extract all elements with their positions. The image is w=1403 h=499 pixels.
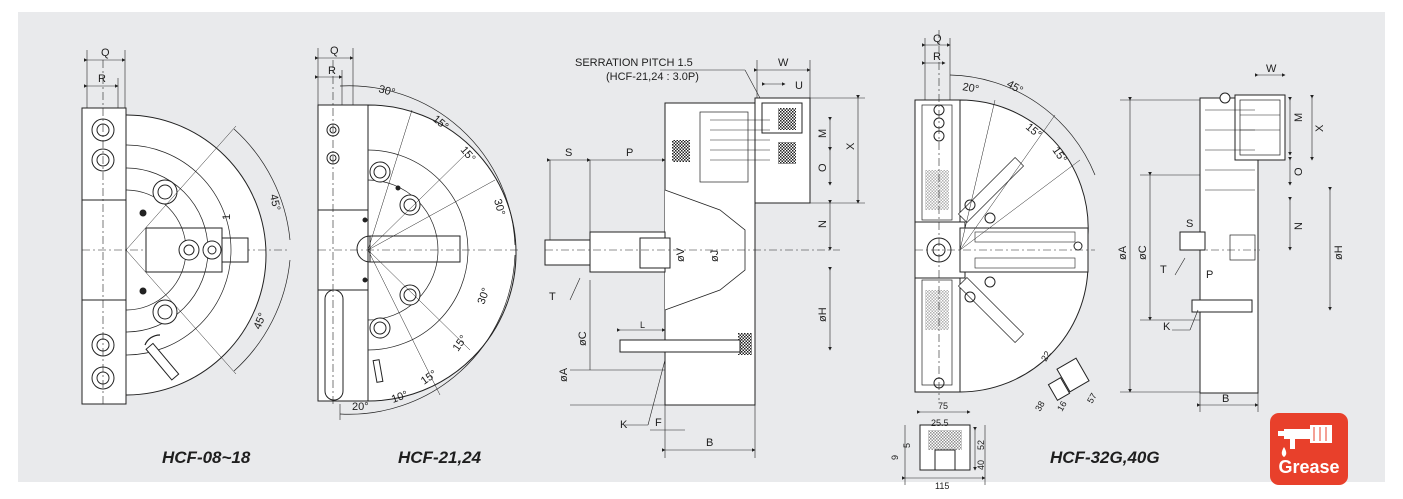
dim-38-4: 38 — [1033, 399, 1047, 413]
dim-r-4: R — [933, 51, 941, 63]
drawing-hcf-21-24 — [315, 48, 520, 420]
caption-hcf-32g-40g: HCF-32G,40G — [1050, 448, 1160, 467]
angle-30c-2: 30° — [476, 286, 493, 306]
angle-30b-2: 30° — [491, 198, 507, 217]
dim-h-3: øH — [817, 307, 829, 322]
dim-c-5: øC — [1137, 245, 1149, 260]
dim-u-3: U — [795, 80, 803, 92]
dim-m-5: M — [1293, 113, 1305, 122]
dim-o-3: O — [817, 163, 829, 172]
dim-a-3: øA — [558, 367, 570, 382]
angle-45-bot-1: 45° — [252, 311, 269, 331]
angle-30-2: 30° — [377, 83, 396, 99]
drawing-hcf-32g-40g-front — [902, 30, 1096, 485]
grease-badge: Grease — [1270, 413, 1348, 485]
angle-20-4: 20° — [961, 81, 979, 96]
serration-line1: SERRATION PITCH 1.5 — [575, 57, 693, 69]
dim-16-4: 16 — [1055, 399, 1069, 413]
dim-q-1: Q — [101, 47, 110, 59]
label-one-1: 1 — [221, 214, 233, 220]
drawing-side-section — [544, 60, 865, 458]
dim-h-5: øH — [1333, 245, 1345, 260]
dim-5-4: 5 — [902, 443, 912, 448]
dim-c-3: øC — [577, 331, 589, 346]
dim-p-5: P — [1206, 269, 1213, 281]
dim-75-4: 75 — [938, 401, 948, 411]
dim-b-3: B — [706, 437, 713, 449]
dim-t-5: T — [1160, 264, 1167, 276]
dim-w-5: W — [1266, 63, 1277, 75]
angle-45-top-1: 45° — [267, 193, 282, 212]
dim-a-5: øA — [1117, 245, 1129, 260]
dim-v-3: øV — [675, 247, 687, 262]
dim-s-5: S — [1186, 218, 1193, 230]
dim-t-3: T — [549, 291, 556, 303]
serration-line2: (HCF-21,24 : 3.0P) — [606, 71, 699, 83]
dim-x-5: X — [1314, 124, 1326, 132]
grease-label: Grease — [1278, 457, 1340, 477]
drawing-hcf-08-18 — [81, 50, 291, 405]
dim-22-4: 22 — [1039, 349, 1053, 363]
grease-gun-icon — [1278, 425, 1332, 457]
angle-10-2: 10° — [390, 389, 410, 406]
drawing-labels: Q R 45° 45° 1 Q R 30° 15° 15° 30° 30° 15… — [98, 33, 1345, 491]
dim-b-5: B — [1222, 393, 1229, 405]
dim-9-4: 9 — [890, 455, 900, 460]
dim-q-2: Q — [330, 45, 339, 57]
dim-o-5: O — [1293, 167, 1305, 176]
dim-p-3: P — [626, 147, 633, 159]
angle-20-2: 20° — [352, 401, 369, 413]
dim-40-4: 40 — [976, 460, 986, 470]
dim-k-3: K — [620, 419, 628, 431]
dim-r-1: R — [98, 73, 106, 85]
dim-l-3: L — [640, 320, 645, 330]
dim-m-3: M — [817, 129, 829, 138]
caption-hcf-08-18: HCF-08~18 — [162, 448, 251, 467]
dim-n-5: N — [1293, 222, 1305, 230]
dim-25-4: 25.5 — [931, 418, 949, 428]
dim-k-5: K — [1163, 321, 1171, 333]
dim-115-4: 115 — [935, 481, 949, 491]
dim-52-4: 52 — [976, 440, 986, 450]
dim-w-3: W — [778, 57, 789, 69]
caption-hcf-21-24: HCF-21,24 — [398, 448, 482, 467]
dim-57-4: 57 — [1085, 391, 1099, 405]
dim-f-3: F — [655, 417, 662, 429]
dim-q-4: Q — [933, 33, 942, 45]
dim-s-3: S — [565, 147, 572, 159]
drawing-hcf-32g-40g-side — [1120, 73, 1332, 412]
dim-n-3: N — [817, 220, 829, 228]
angle-45-4: 45° — [1005, 78, 1025, 97]
dim-j-3: øJ — [709, 250, 721, 262]
dim-x-3: X — [845, 142, 857, 150]
dim-r-2: R — [328, 65, 336, 77]
